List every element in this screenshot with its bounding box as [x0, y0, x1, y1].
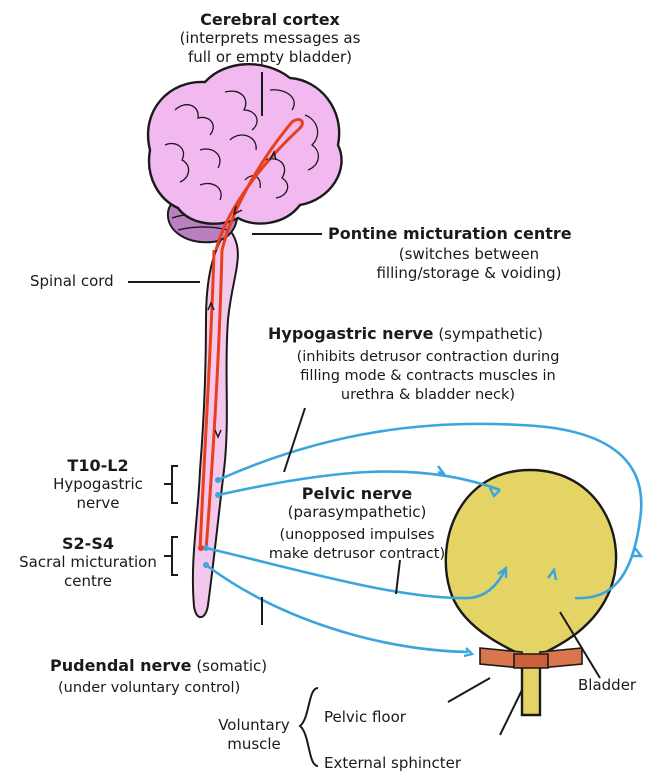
pelvic-desc-1: (unopposed impulses [268, 526, 446, 545]
pontine-desc-2: filling/storage & voiding) [354, 264, 584, 283]
pontine-desc-1: (switches between [354, 245, 584, 264]
spinal-cord-label: Spinal cord [30, 272, 114, 291]
s2-s4-line1: Sacral micturation [10, 553, 166, 572]
pudendal-nerve-heading: Pudendal nerve (somatic) [50, 656, 267, 676]
cerebral-cortex-label: Cerebral cortex (interprets messages as … [165, 10, 375, 67]
cerebral-cortex-desc-1: (interprets messages as [165, 29, 375, 48]
pelvic-nerve-desc: (unopposed impulses make detrusor contra… [268, 526, 446, 564]
pudendal-nerve-desc: (under voluntary control) [58, 679, 240, 698]
t10-l2-title: T10-L2 [30, 456, 166, 475]
pelvic-desc-2: make detrusor contract) [268, 545, 446, 564]
bladder-label: Bladder [578, 676, 636, 695]
t10-l2-label: T10-L2 Hypogastric nerve [30, 456, 166, 513]
cerebral-cortex-title: Cerebral cortex [165, 10, 375, 29]
s2-s4-dot [198, 545, 204, 551]
hypogastric-desc-1: (inhibits detrusor contraction during [283, 348, 573, 367]
cerebral-cortex-desc-2: full or empty bladder) [165, 48, 375, 67]
s2-s4-title: S2-S4 [10, 534, 166, 553]
hypogastric-nerve-heading: Hypogastric nerve (sympathetic) [268, 324, 543, 344]
hypogastric-desc-3: urethra & bladder neck) [283, 386, 573, 405]
external-sphincter-label: External sphincter [324, 754, 461, 773]
pelvic-nerve-title: Pelvic nerve [272, 484, 442, 503]
pelvic-nerve-heading: Pelvic nerve (parasympathetic) [272, 484, 442, 522]
t10-l2-line2: nerve [30, 494, 166, 513]
pontine-desc: (switches between filling/storage & void… [354, 245, 584, 283]
external-sphincter-muscle [514, 654, 548, 668]
hypogastric-desc-2: filling mode & contracts muscles in [283, 367, 573, 386]
voluntary-muscle-line1: Voluntary [210, 716, 298, 735]
hypogastric-nerve-type: (sympathetic) [438, 325, 543, 343]
pelvic-nerve-type: (parasympathetic) [272, 503, 442, 522]
pudendal-nerve-title: Pudendal nerve [50, 656, 192, 675]
hypogastric-nerve-title: Hypogastric nerve [268, 324, 434, 343]
s2-s4-line2: centre [10, 572, 166, 591]
voluntary-muscle-line2: muscle [210, 735, 298, 754]
pelvic-floor-label: Pelvic floor [324, 708, 406, 727]
voluntary-muscle-label: Voluntary muscle [210, 716, 298, 754]
s2-s4-label: S2-S4 Sacral micturation centre [10, 534, 166, 591]
pontine-title: Pontine micturation centre [328, 224, 572, 243]
t10-l2-line1: Hypogastric [30, 475, 166, 494]
pudendal-nerve-line [206, 565, 468, 652]
pudendal-nerve-type: (somatic) [196, 657, 267, 675]
hypogastric-nerve-desc: (inhibits detrusor contraction during fi… [283, 348, 573, 405]
